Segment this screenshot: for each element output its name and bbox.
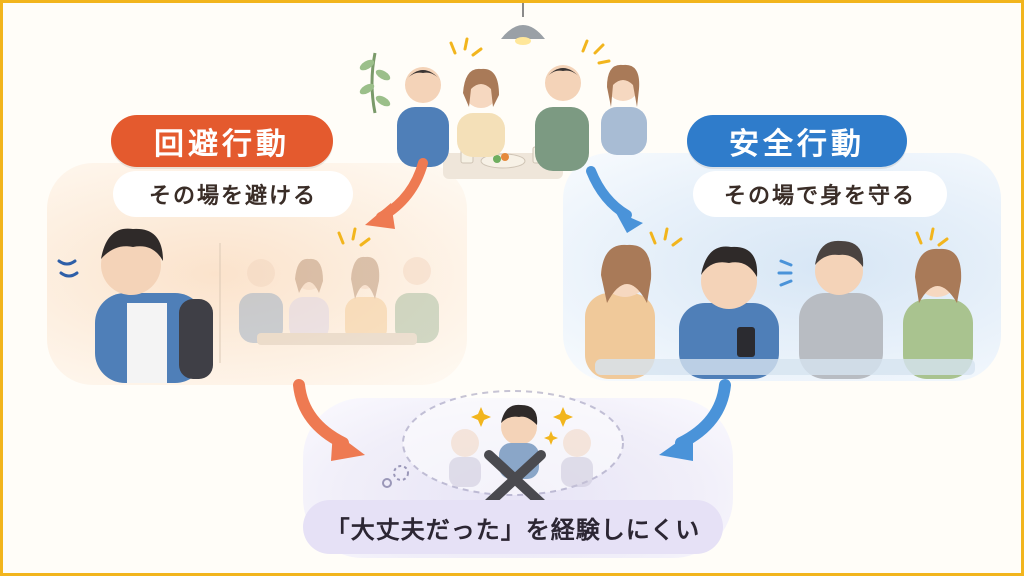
avoidance-title: 回避行動: [111, 115, 333, 167]
arrow-left-to-result: [293, 379, 365, 461]
safety-behavior-subtitle: その場で身を守る: [693, 171, 947, 217]
illustrations: [57, 3, 975, 508]
avoidance-subtitle: その場を避ける: [113, 171, 353, 217]
top-scene-illustration: [359, 3, 647, 179]
thought-bubble-illustration: [382, 390, 624, 496]
result-label: 「大丈夫だった」を経験しにくい: [303, 500, 723, 554]
safety-behavior-illustration: [585, 227, 975, 379]
arrow-right-to-result: [659, 379, 731, 461]
arrow-top-to-right: [586, 166, 643, 233]
avoidance-illustration: [57, 227, 439, 383]
cross-icon: [484, 450, 546, 508]
arrow-top-to-left: [365, 158, 428, 229]
safety-behavior-title: 安全行動: [687, 115, 907, 167]
